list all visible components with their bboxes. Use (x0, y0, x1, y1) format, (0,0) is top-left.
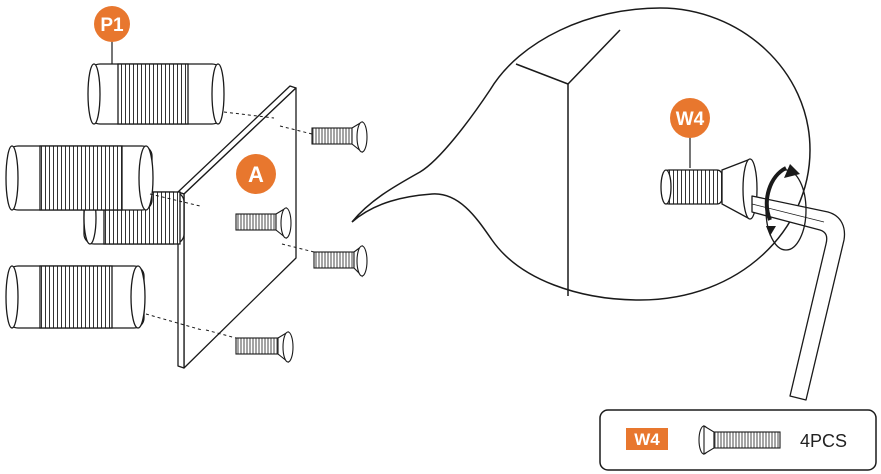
threaded-post-middle (6, 146, 153, 210)
part-quantity: 4PCS (800, 431, 847, 451)
screw-top (312, 122, 367, 152)
threaded-post-top (88, 64, 224, 124)
screw-label: W4 (676, 109, 705, 130)
post-label: P1 (100, 15, 124, 36)
screw-lower-right (314, 246, 367, 276)
part-code: W4 (634, 430, 660, 449)
screw-bottom (236, 332, 293, 362)
threaded-post-bottom (6, 266, 145, 328)
parts-box: W4 4PCS (600, 410, 876, 470)
detail-callout: W4 (352, 8, 844, 400)
plate-label: A (248, 162, 264, 187)
plate-label-badge: A (236, 154, 276, 194)
post-label-badge: P1 (94, 6, 130, 64)
